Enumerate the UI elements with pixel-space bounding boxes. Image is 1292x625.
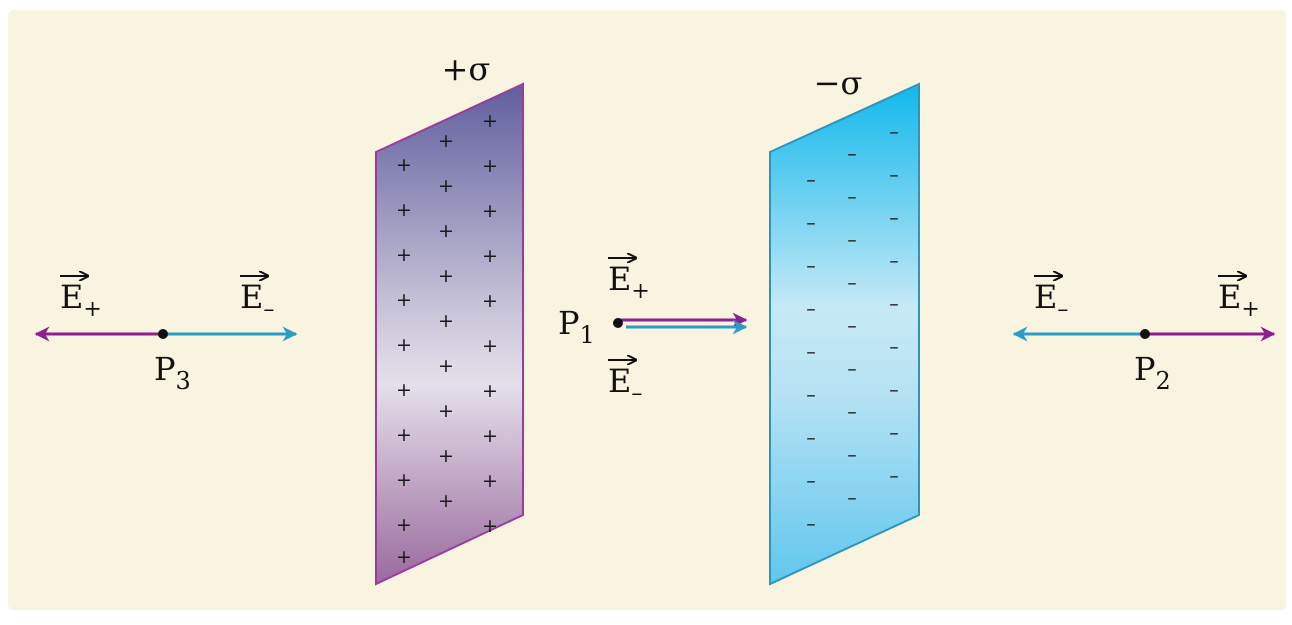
positive-charge-sign: + <box>396 546 412 568</box>
positive-charge-sign: + <box>438 130 454 152</box>
negative-charge-sign: – <box>889 164 899 186</box>
positive-charge-sign: + <box>396 514 412 536</box>
positive-charge-sign: + <box>438 265 454 287</box>
negative-charge-sign: – <box>806 470 816 492</box>
negative-charge-sign: – <box>847 143 857 165</box>
positive-charge-sign: + <box>438 220 454 242</box>
positive-charge-sign: + <box>438 175 454 197</box>
e-minus-label-p1: E– <box>608 360 642 406</box>
negative-charge-sign: – <box>806 427 816 449</box>
negative-charge-sign: – <box>847 315 857 337</box>
positive-charge-sign: + <box>482 380 498 402</box>
positive-charge-sign: + <box>482 335 498 357</box>
positive-charge-sign: + <box>396 154 412 176</box>
negative-charge-sign: – <box>806 513 816 535</box>
positive-charge-sign: + <box>438 310 454 332</box>
e-minus-label-p2: E– <box>1034 276 1068 322</box>
negative-charge-sign: – <box>889 379 899 401</box>
positive-charge-sign: + <box>396 379 412 401</box>
positive-charge-sign: + <box>438 400 454 422</box>
e-plus-label-text: E+ <box>608 260 650 304</box>
negative-charge-sign: – <box>847 401 857 423</box>
negative-charge-sign: – <box>806 341 816 363</box>
positive-charge-sign: + <box>482 200 498 222</box>
negative-plate-label: −σ <box>814 64 863 102</box>
e-minus-label-text: E– <box>608 362 642 406</box>
negative-charge-sign: – <box>889 336 899 358</box>
negative-charge-sign: – <box>806 298 816 320</box>
e-minus-label-text: E– <box>1034 278 1068 322</box>
positive-charge-sign: + <box>396 424 412 446</box>
negative-charge-sign: – <box>889 422 899 444</box>
positive-charge-sign: + <box>482 110 498 132</box>
negative-charge-signs: – – – – – – – – – – – – – – – – – – – – – – – – – – – <box>806 121 899 535</box>
positive-plate-sheet <box>375 82 524 586</box>
positive-charge-sign: + <box>396 334 412 356</box>
negative-plate: – – – – – – – – – – – – – – – – – – – – – – – – – – – −σ <box>769 64 920 586</box>
point-p2-label: P2 <box>1134 350 1171 395</box>
figure-background <box>8 10 1286 610</box>
positive-charge-sign: + <box>438 355 454 377</box>
e-plus-label-p1: E+ <box>608 258 650 304</box>
negative-charge-sign: – <box>889 250 899 272</box>
negative-charge-sign: – <box>889 465 899 487</box>
positive-charge-sign: + <box>438 490 454 512</box>
positive-charge-sign: + <box>482 290 498 312</box>
negative-charge-sign: – <box>847 444 857 466</box>
negative-charge-sign: – <box>806 384 816 406</box>
point-p1-label: P1 <box>558 304 595 349</box>
point-p3-group: P3 E+ E– <box>34 276 298 395</box>
positive-charge-sign: + <box>438 445 454 467</box>
positive-charge-sign: + <box>482 155 498 177</box>
point-p1-group: P1 E+ E– <box>558 258 748 406</box>
negative-charge-sign: – <box>847 358 857 380</box>
negative-charge-sign: – <box>847 186 857 208</box>
negative-charge-sign: – <box>806 169 816 191</box>
negative-plate-sheet <box>769 82 920 586</box>
positive-charge-sign: + <box>396 289 412 311</box>
negative-charge-sign: – <box>847 487 857 509</box>
negative-charge-sign: – <box>806 255 816 277</box>
point-p3-label: P3 <box>154 350 191 395</box>
positive-charge-sign: + <box>482 245 498 267</box>
positive-plate-label: +σ <box>442 50 491 88</box>
e-plus-label-p3: E+ <box>60 276 102 322</box>
positive-charge-signs: + + + + + + + + + + + + + + + + + + + + + + + + + + + + + <box>396 110 498 568</box>
positive-charge-sign: + <box>482 515 498 537</box>
point-p2 <box>1140 329 1150 339</box>
negative-charge-sign: – <box>889 207 899 229</box>
positive-charge-sign: + <box>396 244 412 266</box>
e-plus-label-text: E+ <box>1218 278 1260 322</box>
positive-charge-sign: + <box>482 470 498 492</box>
point-p3 <box>158 329 168 339</box>
negative-charge-sign: – <box>847 272 857 294</box>
positive-plate: + + + + + + + + + + + + + + + + + + + + + + + + + + + + + +σ <box>375 50 524 586</box>
e-plus-label-p2: E+ <box>1218 276 1260 322</box>
positive-charge-sign: + <box>396 199 412 221</box>
e-plus-label-text: E+ <box>60 278 102 322</box>
point-p2-group: P2 E– E+ <box>1012 276 1276 395</box>
negative-charge-sign: – <box>889 121 899 143</box>
point-p1 <box>613 318 623 328</box>
negative-charge-sign: – <box>847 229 857 251</box>
e-minus-label-p3: E– <box>240 276 274 322</box>
positive-charge-sign: + <box>482 425 498 447</box>
e-minus-label-text: E– <box>240 278 274 322</box>
negative-charge-sign: – <box>889 293 899 315</box>
negative-charge-sign: – <box>806 212 816 234</box>
positive-charge-sign: + <box>396 469 412 491</box>
